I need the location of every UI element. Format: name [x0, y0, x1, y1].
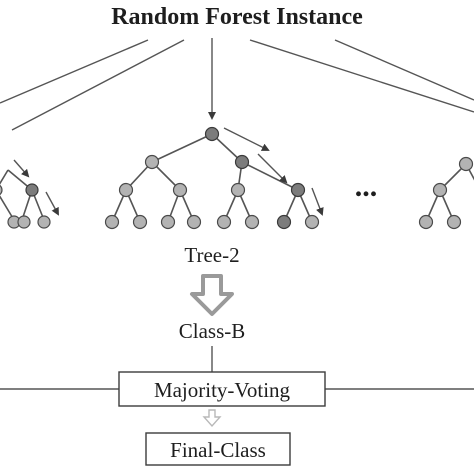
final-class-box: [145, 432, 291, 466]
diagram-title: Random Forest Instance: [111, 4, 363, 30]
final-class-label: Final-Class: [170, 438, 266, 462]
majority-voting-label: Majority-Voting: [154, 378, 291, 402]
class-label: Class-B: [179, 319, 246, 343]
tree-2-label: Tree-2: [184, 243, 239, 267]
tree-n: [418, 156, 474, 230]
majority-voting-box: [118, 371, 326, 407]
block-down-arrow-icon: [190, 274, 234, 316]
title-fan-lines: [0, 39, 474, 131]
more-trees-ellipsis: ...: [355, 170, 378, 203]
tree-2: [104, 126, 324, 230]
small-down-arrow-icon: [202, 409, 222, 428]
path-arrow-icon: [223, 127, 324, 216]
tree-1: [0, 159, 59, 229]
